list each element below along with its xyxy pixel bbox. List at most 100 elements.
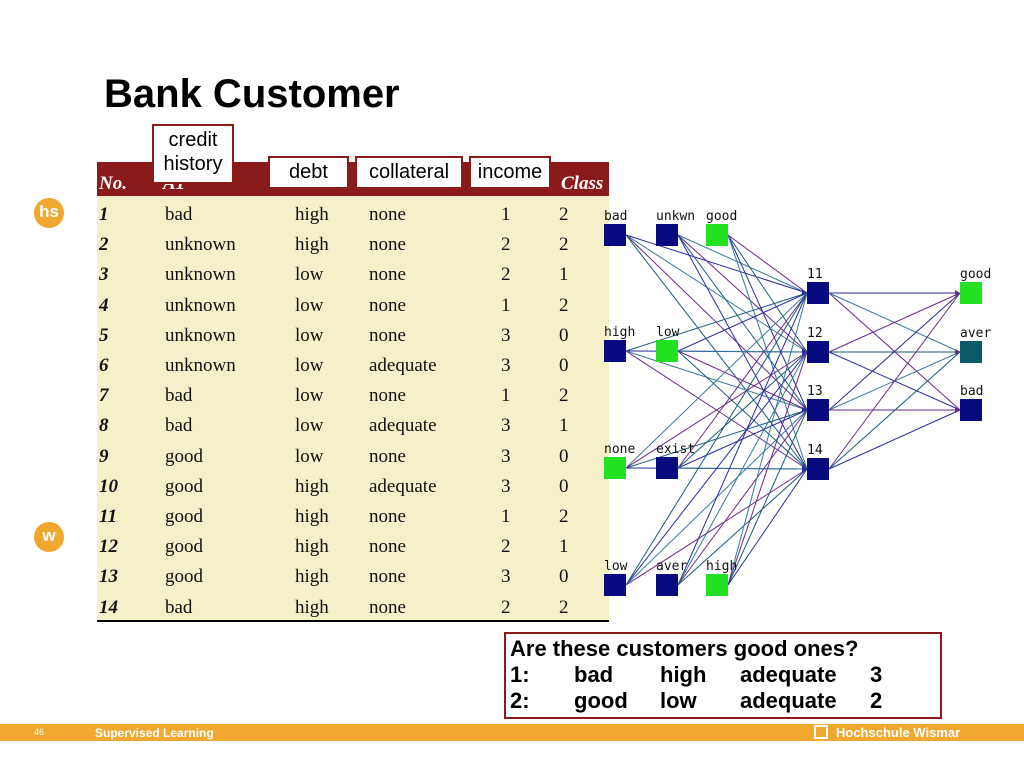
cell-class: 2 (559, 506, 569, 527)
cell-no: 7 (99, 385, 109, 407)
input-node-label: high (604, 325, 635, 340)
hidden-node (807, 282, 829, 304)
cell-credit-history: unknown (165, 264, 236, 286)
question-row-2: 2: good low adequate 2 (510, 688, 936, 714)
cell-no: 12 (99, 536, 118, 558)
label-credit-line2: history (163, 153, 223, 175)
cell-class: 2 (559, 385, 569, 407)
input-node (656, 340, 678, 362)
input-node-label: high (706, 559, 737, 574)
input-hidden-edge (677, 468, 808, 586)
cell-income: 2 (501, 536, 511, 558)
footer-bar (0, 724, 1024, 741)
input-hidden-edge (727, 234, 808, 294)
input-node-label: low (656, 325, 680, 340)
cell-class: 0 (559, 445, 569, 467)
cell-debt: low (295, 355, 324, 376)
input-node (604, 457, 626, 479)
input-hidden-edge (727, 234, 808, 411)
cell-debt: low (295, 294, 324, 316)
hidden-node (807, 458, 829, 480)
input-node-label: bad (604, 209, 627, 224)
school-mark-icon (814, 725, 828, 739)
input-node (604, 340, 626, 362)
arrow-head (802, 466, 807, 472)
cell-debt: high (295, 536, 329, 558)
input-node-label: low (604, 559, 628, 574)
q1-income: 3 (870, 662, 883, 687)
input-hidden-edge (677, 351, 808, 586)
hidden-node (807, 341, 829, 363)
cell-no: 5 (99, 324, 109, 346)
input-hidden-edge (625, 351, 808, 586)
input-hidden-edge (677, 350, 808, 353)
cell-credit-history: unknown (165, 234, 236, 256)
q2-index: 2: (510, 688, 530, 713)
cell-credit-history: bad (165, 385, 193, 407)
cell-class: 2 (559, 204, 569, 225)
hidden-output-edge (828, 351, 961, 470)
q2-income: 2 (870, 688, 883, 713)
label-debt: debt (268, 156, 349, 189)
q1-credit: bad (574, 662, 614, 687)
arrow-head (955, 349, 960, 355)
label-collateral: collateral (355, 156, 463, 189)
cell-debt: high (295, 475, 329, 497)
input-hidden-edge (677, 292, 808, 352)
cell-class: 1 (559, 536, 569, 558)
cell-debt: low (295, 264, 324, 286)
hidden-output-edge (828, 292, 961, 411)
cell-credit-history: good (165, 536, 203, 558)
hidden-output-edge (828, 409, 961, 470)
cell-class: 0 (559, 324, 569, 346)
output-node-label: good (960, 267, 991, 282)
cell-income: 2 (501, 264, 511, 286)
cell-income: 3 (501, 475, 511, 497)
cell-debt: high (295, 204, 329, 225)
arrow-head (955, 407, 960, 413)
cell-no: 13 (99, 566, 118, 588)
cell-collateral: none (369, 596, 406, 618)
input-node (706, 224, 728, 246)
cell-collateral: none (369, 324, 406, 346)
q1-debt: high (660, 662, 707, 687)
input-hidden-edge (625, 292, 808, 469)
cell-credit-history: bad (165, 415, 193, 437)
cell-collateral: none (369, 566, 406, 588)
input-hidden-edge (727, 468, 808, 586)
input-hidden-edge (727, 409, 808, 586)
label-credit-line1: credit (168, 129, 218, 151)
question-box: Are these customers good ones? 1: bad hi… (504, 632, 942, 719)
cell-collateral: none (369, 385, 406, 407)
footer-label: Supervised Learning (95, 726, 214, 740)
cell-no: 3 (99, 264, 109, 286)
input-node (604, 224, 626, 246)
input-hidden-edge (727, 351, 808, 586)
arrow-head (802, 349, 807, 355)
cell-no: 1 (99, 204, 109, 225)
cell-credit-history: bad (165, 596, 193, 618)
cell-debt: high (295, 234, 329, 256)
cell-collateral: none (369, 445, 406, 467)
school-logo: Hochschule Wismar (808, 724, 998, 741)
label-credit-history: credit history (152, 124, 234, 184)
q1-index: 1: (510, 662, 530, 687)
hidden-node-label: 12 (807, 326, 823, 341)
cell-no: 14 (99, 596, 118, 618)
input-hidden-edge (677, 234, 808, 294)
hidden-node-label: 13 (807, 384, 823, 399)
training-table: No. A1 A2 A3 A4 Class 1badhighnone122unk… (97, 162, 609, 622)
hidden-output-edge (828, 292, 961, 470)
cell-debt: high (295, 596, 329, 618)
cell-income: 2 (501, 234, 511, 256)
cell-income: 1 (501, 204, 511, 225)
input-hidden-edge (625, 351, 808, 469)
cell-class: 1 (559, 264, 569, 286)
cell-no: 8 (99, 415, 109, 437)
output-node-label: aver (960, 326, 991, 341)
